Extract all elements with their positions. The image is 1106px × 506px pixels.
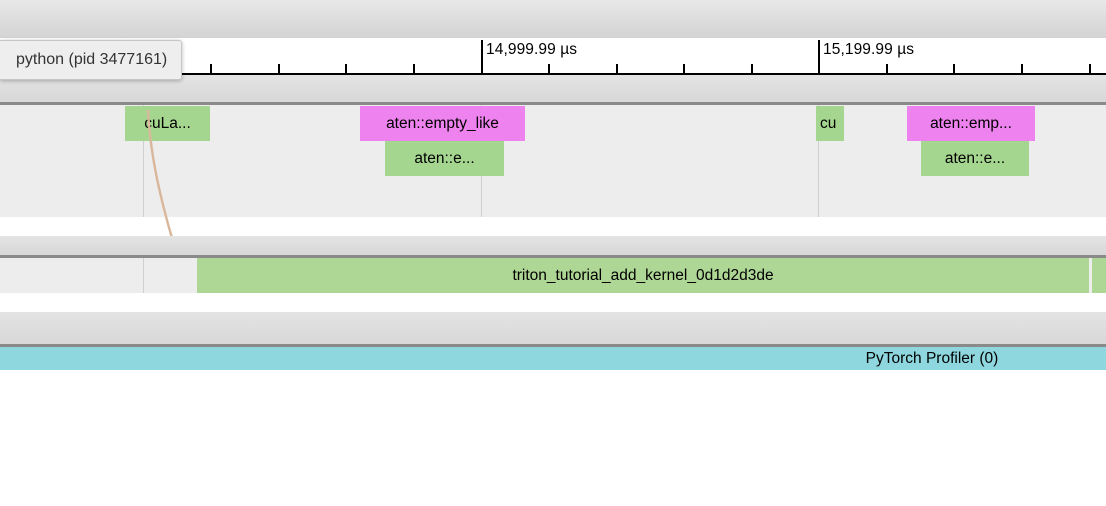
track-separator-3: [0, 344, 1106, 347]
ruler-tick-minor: [1089, 64, 1091, 73]
track-pane-cpu-slices[interactable]: cuLa... aten::empty_like cu aten::emp...…: [0, 105, 1106, 217]
ruler-tick-minor: [548, 64, 550, 73]
ruler-tick-minor: [413, 64, 415, 73]
slice-label: PyTorch Profiler (0): [865, 349, 999, 367]
toolbar-band: [0, 0, 1106, 38]
ruler-tick-minor: [616, 64, 618, 73]
slice-aten-empty-like[interactable]: aten::empty_like: [360, 106, 525, 141]
slice-cula[interactable]: cuLa...: [125, 106, 210, 141]
ruler-tick-minor: [345, 64, 347, 73]
ruler-baseline: [0, 73, 1106, 75]
ruler-tick-label: 14,999.99 µs: [486, 41, 578, 58]
ruler-tick-minor: [751, 64, 753, 73]
slice-pytorch-profiler-step[interactable]: PyTorch Profiler (0): [0, 347, 1106, 370]
gridline: [143, 105, 144, 217]
process-name-chip[interactable]: python (pid 3477161): [0, 40, 183, 80]
track-separator-2: [0, 255, 1106, 258]
ruler-tick-major: [481, 40, 483, 73]
gridline: [818, 105, 819, 217]
slice-aten-e-child-2[interactable]: aten::e...: [921, 141, 1029, 176]
time-ruler[interactable]: 14,999.99 µs 15,199.99 µs: [0, 38, 1106, 75]
ruler-tick-minor: [210, 64, 212, 73]
gridline: [143, 258, 144, 293]
slice-label: aten::emp...: [930, 114, 1012, 132]
slice-label: cu: [820, 114, 837, 132]
ruler-tick-minor: [886, 64, 888, 73]
slice-label: cuLa...: [144, 114, 191, 132]
track-pane-gpu-kernels[interactable]: triton_tutorial_add_kernel_0d1d2d3de: [0, 258, 1106, 293]
ruler-tick-minor: [683, 64, 685, 73]
track-separator-1: [0, 102, 1106, 105]
slice-triton-kernel-next[interactable]: [1092, 258, 1106, 293]
track-header-profiler-steps[interactable]: [0, 312, 1106, 344]
slice-cu[interactable]: cu: [816, 106, 844, 141]
track-header-cpu-slices[interactable]: [0, 75, 1106, 102]
ruler-tick-minor: [1021, 64, 1023, 73]
ruler-tick-minor: [953, 64, 955, 73]
ruler-tick-minor: [278, 64, 280, 73]
track-pane-profiler-steps[interactable]: PyTorch Profiler (0): [0, 347, 1106, 370]
process-name-label: python (pid 3477161): [16, 51, 168, 68]
ruler-tick-label: 15,199.99 µs: [823, 41, 915, 58]
slice-label: aten::e...: [414, 149, 475, 167]
slice-label: aten::e...: [944, 149, 1006, 167]
slice-triton-kernel[interactable]: triton_tutorial_add_kernel_0d1d2d3de: [197, 258, 1089, 293]
ruler-tick-major: [818, 40, 820, 73]
slice-aten-e-child-1[interactable]: aten::e...: [385, 141, 504, 176]
slice-aten-emp-truncated[interactable]: aten::emp...: [907, 106, 1035, 141]
track-header-gpu-kernels[interactable]: [0, 236, 1106, 255]
slice-label: aten::empty_like: [386, 114, 499, 132]
slice-label: triton_tutorial_add_kernel_0d1d2d3de: [512, 266, 774, 284]
